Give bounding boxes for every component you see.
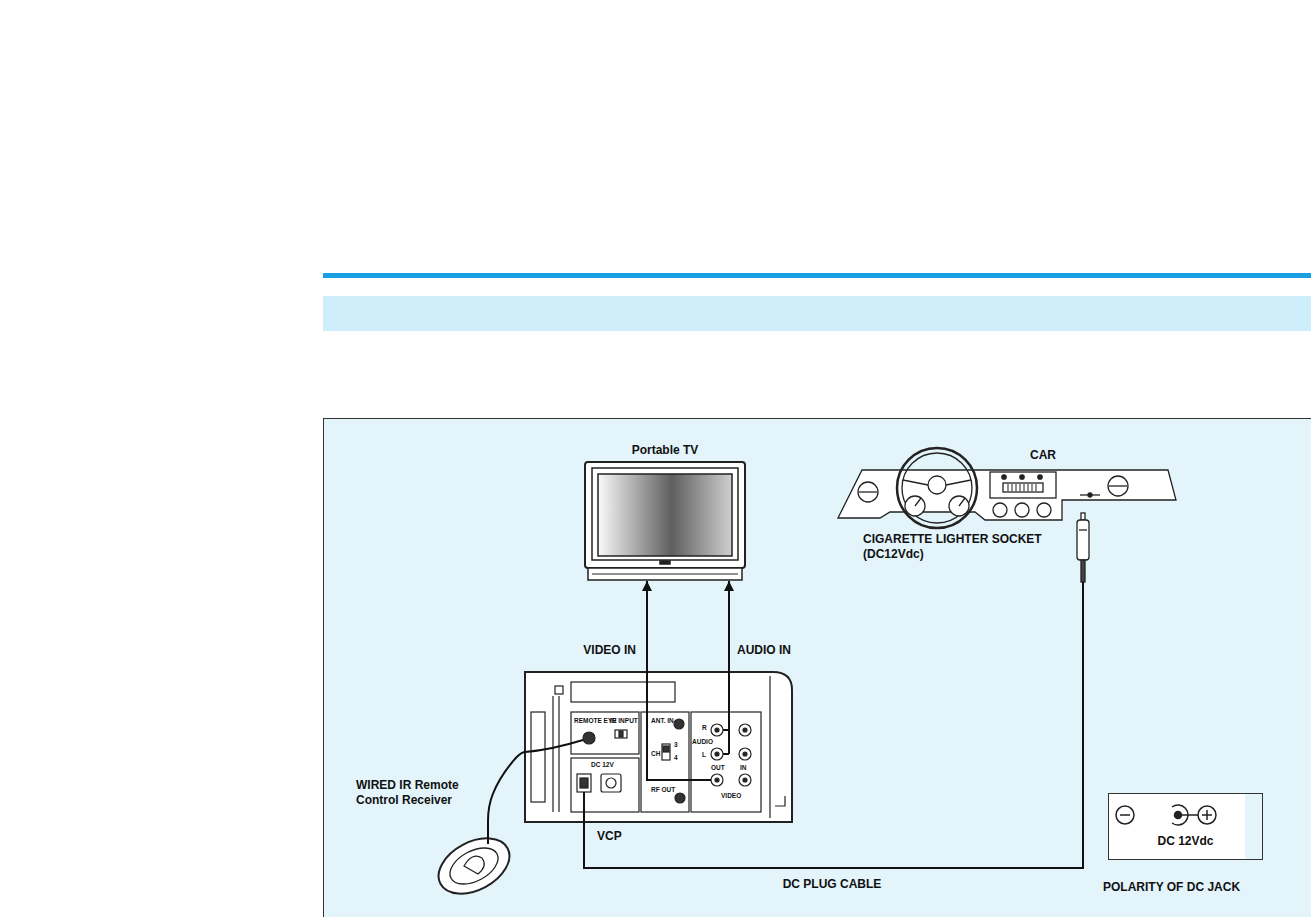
cable-line (488, 752, 525, 826)
panel-marking: DC 12V (591, 761, 614, 768)
panel-marking: OUT (711, 764, 725, 771)
signal-arrow (646, 581, 648, 672)
polarity-symbols (1108, 793, 1245, 860)
voltage-label: DC 12Vdc (1109, 834, 1262, 849)
ir-receiver-drawing (429, 826, 519, 905)
polarity-box: DC 12VdcPOLARITY OF DC JACK (1108, 793, 1263, 860)
connection-label: DC PLUG CABLE (783, 877, 882, 891)
panel-marking: IN (740, 764, 747, 771)
tv-drawing (585, 462, 745, 580)
device-name: CAR (1030, 448, 1056, 463)
panel-marking: L (702, 751, 706, 758)
signal-arrow (728, 581, 730, 672)
panel-marking: VIDEO (721, 792, 741, 799)
car-dashboard (838, 448, 1176, 528)
receiver-node: WIRED IR Remote Control Receiver (430, 826, 525, 896)
heading-band (323, 296, 1311, 331)
panel-marking: IR INPUT (610, 717, 638, 724)
panel-marking: 4 (674, 754, 678, 761)
box-caption: POLARITY OF DC JACK (1103, 880, 1240, 895)
rule-bar (323, 273, 1311, 278)
panel-marking: REMOTE EYE (574, 717, 617, 724)
vcp-node: VCP (525, 672, 792, 822)
panel-marking: ANT. IN (651, 717, 674, 724)
vcp-rear-panel (525, 672, 792, 822)
panel-marking: CH (651, 750, 660, 757)
lighter-plug (1077, 513, 1089, 582)
cable-line (584, 582, 1083, 868)
connection-label: AUDIO IN (737, 643, 791, 657)
panel-marking: 3 (674, 741, 678, 748)
device-name: VCP (597, 829, 622, 844)
socket-label: CIGARETTE LIGHTER SOCKET (DC12Vdc) (863, 532, 1043, 562)
panel-marking: RF OUT (651, 786, 675, 793)
connection-label: VIDEO IN (583, 643, 636, 657)
panel-marking: R (702, 724, 707, 731)
device-name: Portable TV (585, 443, 745, 458)
panel-marking: AUDIO (692, 738, 713, 745)
figure-panel (324, 419, 1311, 917)
car-node: CAR CIGARETTE LIGHTER SOCKET (DC12Vdc) (835, 448, 1177, 582)
device-name: WIRED IR Remote Control Receiver (356, 778, 481, 808)
tv-node: Portable TV (585, 462, 745, 580)
